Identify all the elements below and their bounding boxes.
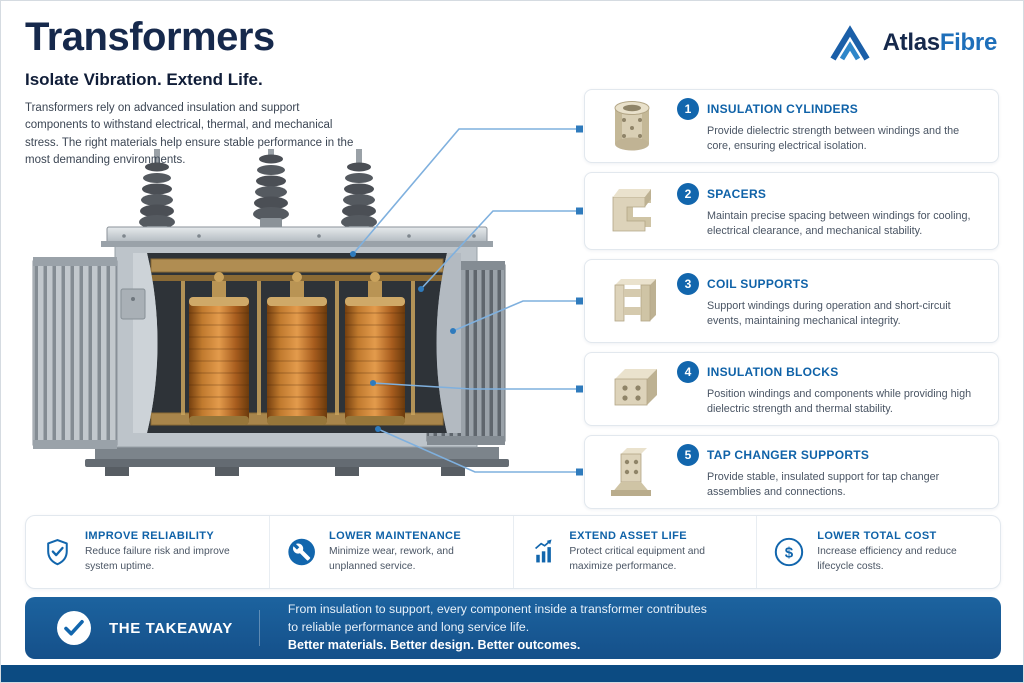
takeaway-text: From insulation to support, every compon… — [288, 601, 707, 656]
callout-card-tap-changer-supports: 5 TAP CHANGER SUPPORTS Provide stable, i… — [584, 435, 999, 509]
transformer-illustration — [29, 133, 559, 504]
callout-title: INSULATION CYLINDERS — [707, 101, 859, 116]
bar-chart-icon — [534, 539, 552, 563]
logo-wordmark: AtlasFibre — [882, 29, 998, 57]
callout-number-badge: 5 — [677, 443, 699, 466]
dollar-icon: $ — [775, 537, 804, 567]
benefit-lower-maintenance: LOWER MAINTENANCE Minimize wear, rework,… — [268, 516, 513, 588]
callout-description: Position windings and components while p… — [707, 387, 972, 415]
callout-number-badge: 4 — [677, 360, 699, 383]
takeaway-banner: THE TAKEAWAY From insulation to support,… — [25, 597, 1001, 659]
takeaway-tagline: Better materials. Better design. Better … — [287, 638, 581, 653]
benefit-description: Reduce failure risk and improve system u… — [84, 546, 230, 572]
benefit-title: EXTEND ASSET LIFE — [569, 530, 687, 543]
callout-description: Maintain precise spacing between winding… — [707, 209, 971, 237]
insulation-block-image — [597, 361, 667, 417]
callout-number-badge: 3 — [677, 272, 699, 295]
benefit-title: LOWER TOTAL COST — [817, 530, 937, 543]
dollar-glyph: $ — [785, 545, 794, 562]
shield-check-icon — [47, 539, 68, 566]
takeaway-line: From insulation to support, every compon… — [287, 601, 707, 616]
benefit-description: Increase efficiency and reduce lifecycle… — [817, 546, 957, 572]
wrench-icon — [288, 538, 315, 566]
callout-number-badge: 2 — [677, 182, 699, 205]
callout-title: TAP CHANGER SUPPORTS — [707, 447, 870, 462]
subtitle: Isolate Vibration. Extend Life. — [25, 70, 263, 89]
takeaway-line: to reliable performance and long service… — [287, 619, 530, 634]
header: Transformers Isolate Vibration. Extend L… — [25, 15, 385, 169]
benefits-bar: IMPROVE RELIABILITY Reduce failure risk … — [25, 515, 1001, 589]
callout-card-insulation-cylinders: 1 INSULATION CYLINDERS Provide dielectri… — [584, 89, 999, 163]
callout-card-coil-supports: 3 COIL SUPPORTS Support windings during … — [584, 259, 999, 343]
logo-word-fibre: Fibre — [939, 29, 997, 56]
logo-word-atlas: Atlas — [882, 29, 941, 56]
benefit-title: LOWER MAINTENANCE — [329, 530, 462, 543]
tap-changer-support-image — [597, 444, 667, 500]
takeaway-divider — [258, 610, 260, 646]
coil-support-image — [597, 273, 667, 329]
benefit-improve-reliability: IMPROVE RELIABILITY Reduce failure risk … — [26, 516, 269, 588]
callout-title: INSULATION BLOCKS — [707, 364, 839, 379]
intro-paragraph: Transformers rely on advanced insulation… — [25, 102, 354, 166]
callout-description: Provide dielectric strength between wind… — [707, 124, 960, 152]
spacer-image — [597, 183, 667, 239]
benefit-extend-asset-life: EXTEND ASSET LIFE Protect critical equip… — [512, 516, 757, 588]
callout-card-insulation-blocks: 4 INSULATION BLOCKS Position windings an… — [584, 352, 999, 426]
callout-title: COIL SUPPORTS — [707, 276, 809, 291]
benefit-title: IMPROVE RELIABILITY — [84, 530, 215, 543]
callout-description: Provide stable, insulated support for ta… — [707, 470, 940, 498]
benefit-description: Minimize wear, rework, and unplanned ser… — [329, 546, 454, 572]
atlasfibre-logo-icon — [830, 25, 870, 61]
footer-strip — [1, 665, 1023, 682]
benefit-lower-total-cost: $ LOWER TOTAL COST Increase efficiency a… — [756, 516, 1000, 588]
callout-description: Support windings during operation and sh… — [707, 299, 951, 327]
takeaway-label: THE TAKEAWAY — [109, 619, 233, 637]
callout-title: SPACERS — [707, 186, 767, 201]
check-circle-icon — [57, 611, 91, 645]
callout-card-spacers: 2 SPACERS Maintain precise spacing betwe… — [584, 172, 999, 250]
insulation-cylinder-image — [597, 98, 667, 154]
brand-logo: AtlasFibre — [829, 25, 997, 61]
page-title: Transformers — [25, 15, 275, 59]
transformer-cutaway-graphic — [32, 133, 509, 476]
callout-number-badge: 1 — [677, 97, 699, 120]
benefit-description: Protect critical equipment and maximize … — [569, 546, 705, 572]
